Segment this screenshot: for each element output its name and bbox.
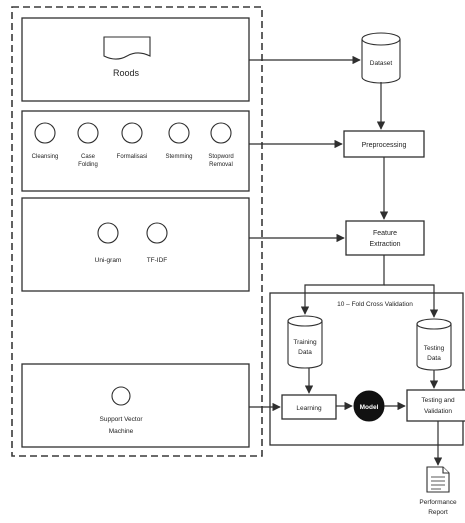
feature-extraction-box xyxy=(345,220,425,256)
tfidf-node xyxy=(146,222,168,244)
folding-label: Folding xyxy=(78,162,98,168)
unigram-node xyxy=(97,222,119,244)
arrow-feature-split xyxy=(300,255,385,315)
training-data-cylinder xyxy=(287,315,323,369)
model-label: Model xyxy=(360,404,379,411)
stopword-removal-node xyxy=(210,122,232,144)
cross-validation-container xyxy=(269,292,464,446)
learning-label: Learning xyxy=(296,405,322,412)
formalisasi-node xyxy=(121,122,143,144)
preprocessing-steps-box xyxy=(21,110,250,192)
learning-box xyxy=(281,394,337,420)
preprocessing-label: Preprocessing xyxy=(362,142,407,149)
cv-title: 10 – Fold Cross Validation xyxy=(337,301,413,308)
roods-box xyxy=(21,17,250,102)
formalisasi-label: Formalisasi xyxy=(117,154,148,160)
svm-label-line2: Machine xyxy=(109,428,134,435)
testing-and-label: Testing and xyxy=(421,397,455,404)
document-icon xyxy=(103,36,151,60)
performance-label: Performance xyxy=(419,499,457,506)
testing-label: Testing xyxy=(424,345,445,352)
stemming-label: Stemming xyxy=(165,154,192,160)
case-label: Case xyxy=(81,154,96,160)
stopword-label: Stopword xyxy=(208,154,233,160)
dataset-cylinder xyxy=(361,32,401,84)
stemming-node xyxy=(168,122,190,144)
training-data-label: Data xyxy=(298,349,312,356)
extraction-label: Extraction xyxy=(369,241,400,248)
arrow-feature-to-testing xyxy=(384,284,439,318)
feature-label: Feature xyxy=(373,230,397,237)
roods-label: Roods xyxy=(113,68,140,78)
report-document-icon xyxy=(426,466,450,493)
preprocessing-box xyxy=(343,130,425,158)
removal-label: Removal xyxy=(209,162,233,168)
case-folding-node xyxy=(77,122,99,144)
cleansing-label: Cleansing xyxy=(32,154,59,160)
report-label: Report xyxy=(428,509,448,516)
left-dashed-container xyxy=(11,6,263,457)
validation-label: Validation xyxy=(424,408,452,415)
unigram-label: Uni-gram xyxy=(95,257,122,264)
svm-node xyxy=(111,386,131,406)
dataset-label: Dataset xyxy=(370,60,393,67)
classifier-box xyxy=(21,363,250,448)
feature-methods-box xyxy=(21,197,250,292)
testing-data-label: Data xyxy=(427,355,441,362)
tfidf-label: TF-IDF xyxy=(147,257,168,264)
training-label: Training xyxy=(293,339,317,346)
svm-label-line1: Support Vector xyxy=(100,416,144,423)
testing-validation-box xyxy=(406,389,465,422)
cleansing-node xyxy=(34,122,56,144)
